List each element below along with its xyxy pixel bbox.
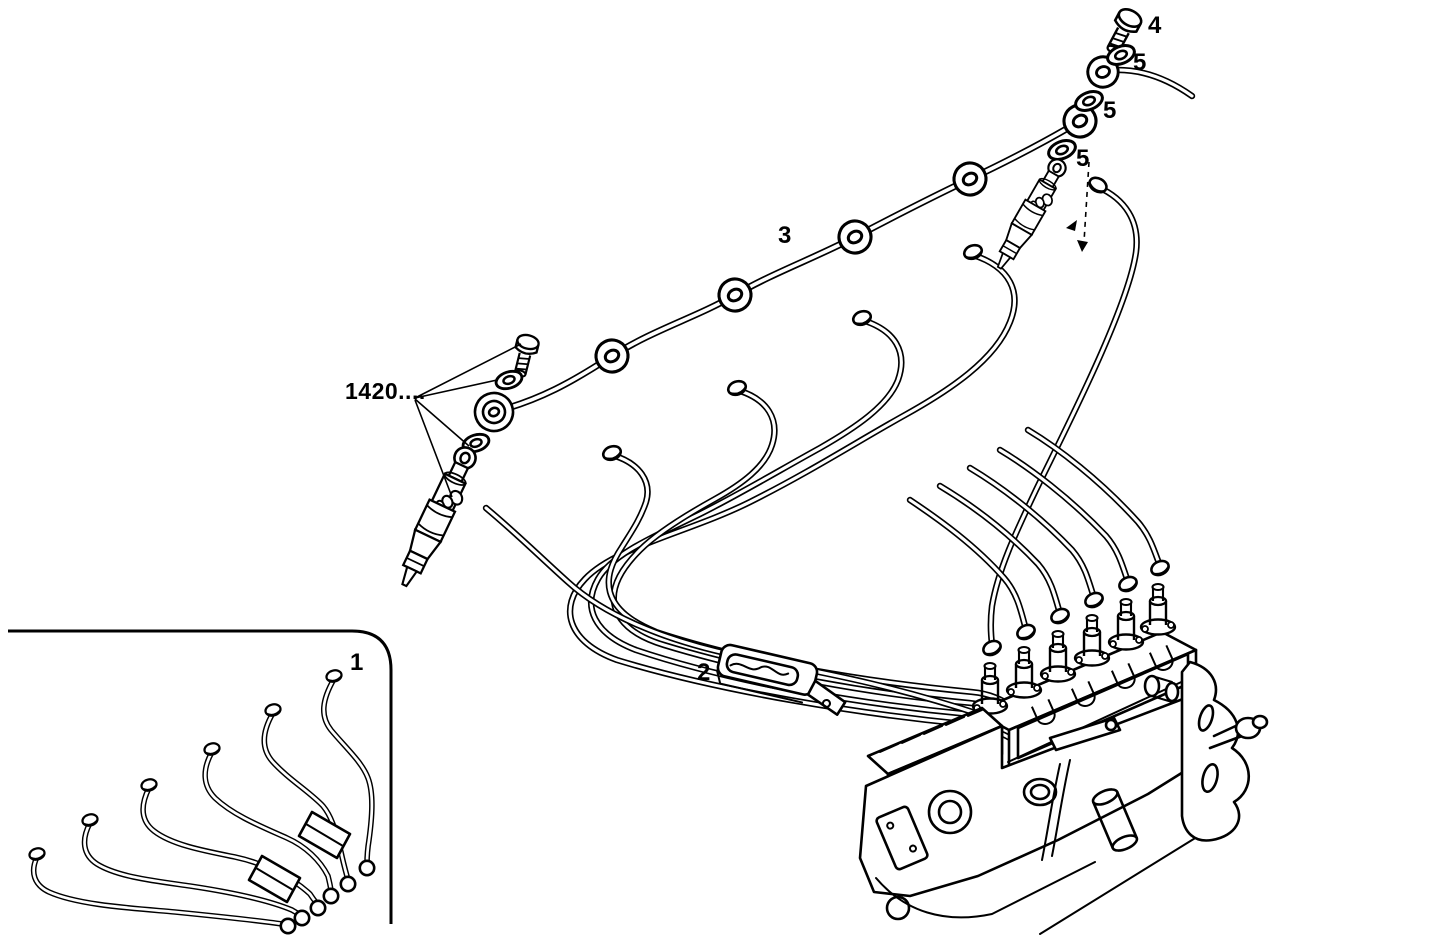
pump-mounting-flange xyxy=(1180,660,1250,842)
pipe-union-nut xyxy=(600,173,1173,659)
part-label-2: 2 xyxy=(697,659,710,686)
injector-left xyxy=(390,441,488,595)
injection-pump xyxy=(858,582,1269,935)
part-label-5-middle: 5 xyxy=(1103,97,1116,124)
part-label-5-bottom: 5 xyxy=(1076,145,1089,172)
pipe-clamp xyxy=(716,643,847,716)
part-label-3: 3 xyxy=(778,222,791,249)
callout-leaders xyxy=(414,161,1090,498)
injector-right xyxy=(988,153,1076,277)
part-label-5-top: 5 xyxy=(1133,49,1146,76)
inset-pipe-clamp xyxy=(247,810,352,904)
leak-off-pipe xyxy=(473,51,1192,433)
pipe-nut xyxy=(27,667,344,863)
drive-coupling xyxy=(1208,714,1269,750)
part-label-4: 4 xyxy=(1148,12,1162,39)
assembly-reference-label: 1420.... xyxy=(345,378,426,404)
inset-box xyxy=(8,629,393,924)
part-labels: 1 2 3 4 5 5 5 1420.... xyxy=(345,12,1162,686)
pipe-kit-inset xyxy=(27,667,376,935)
banjo-eyelet-end xyxy=(473,391,515,433)
part-label-1: 1 xyxy=(350,649,363,676)
